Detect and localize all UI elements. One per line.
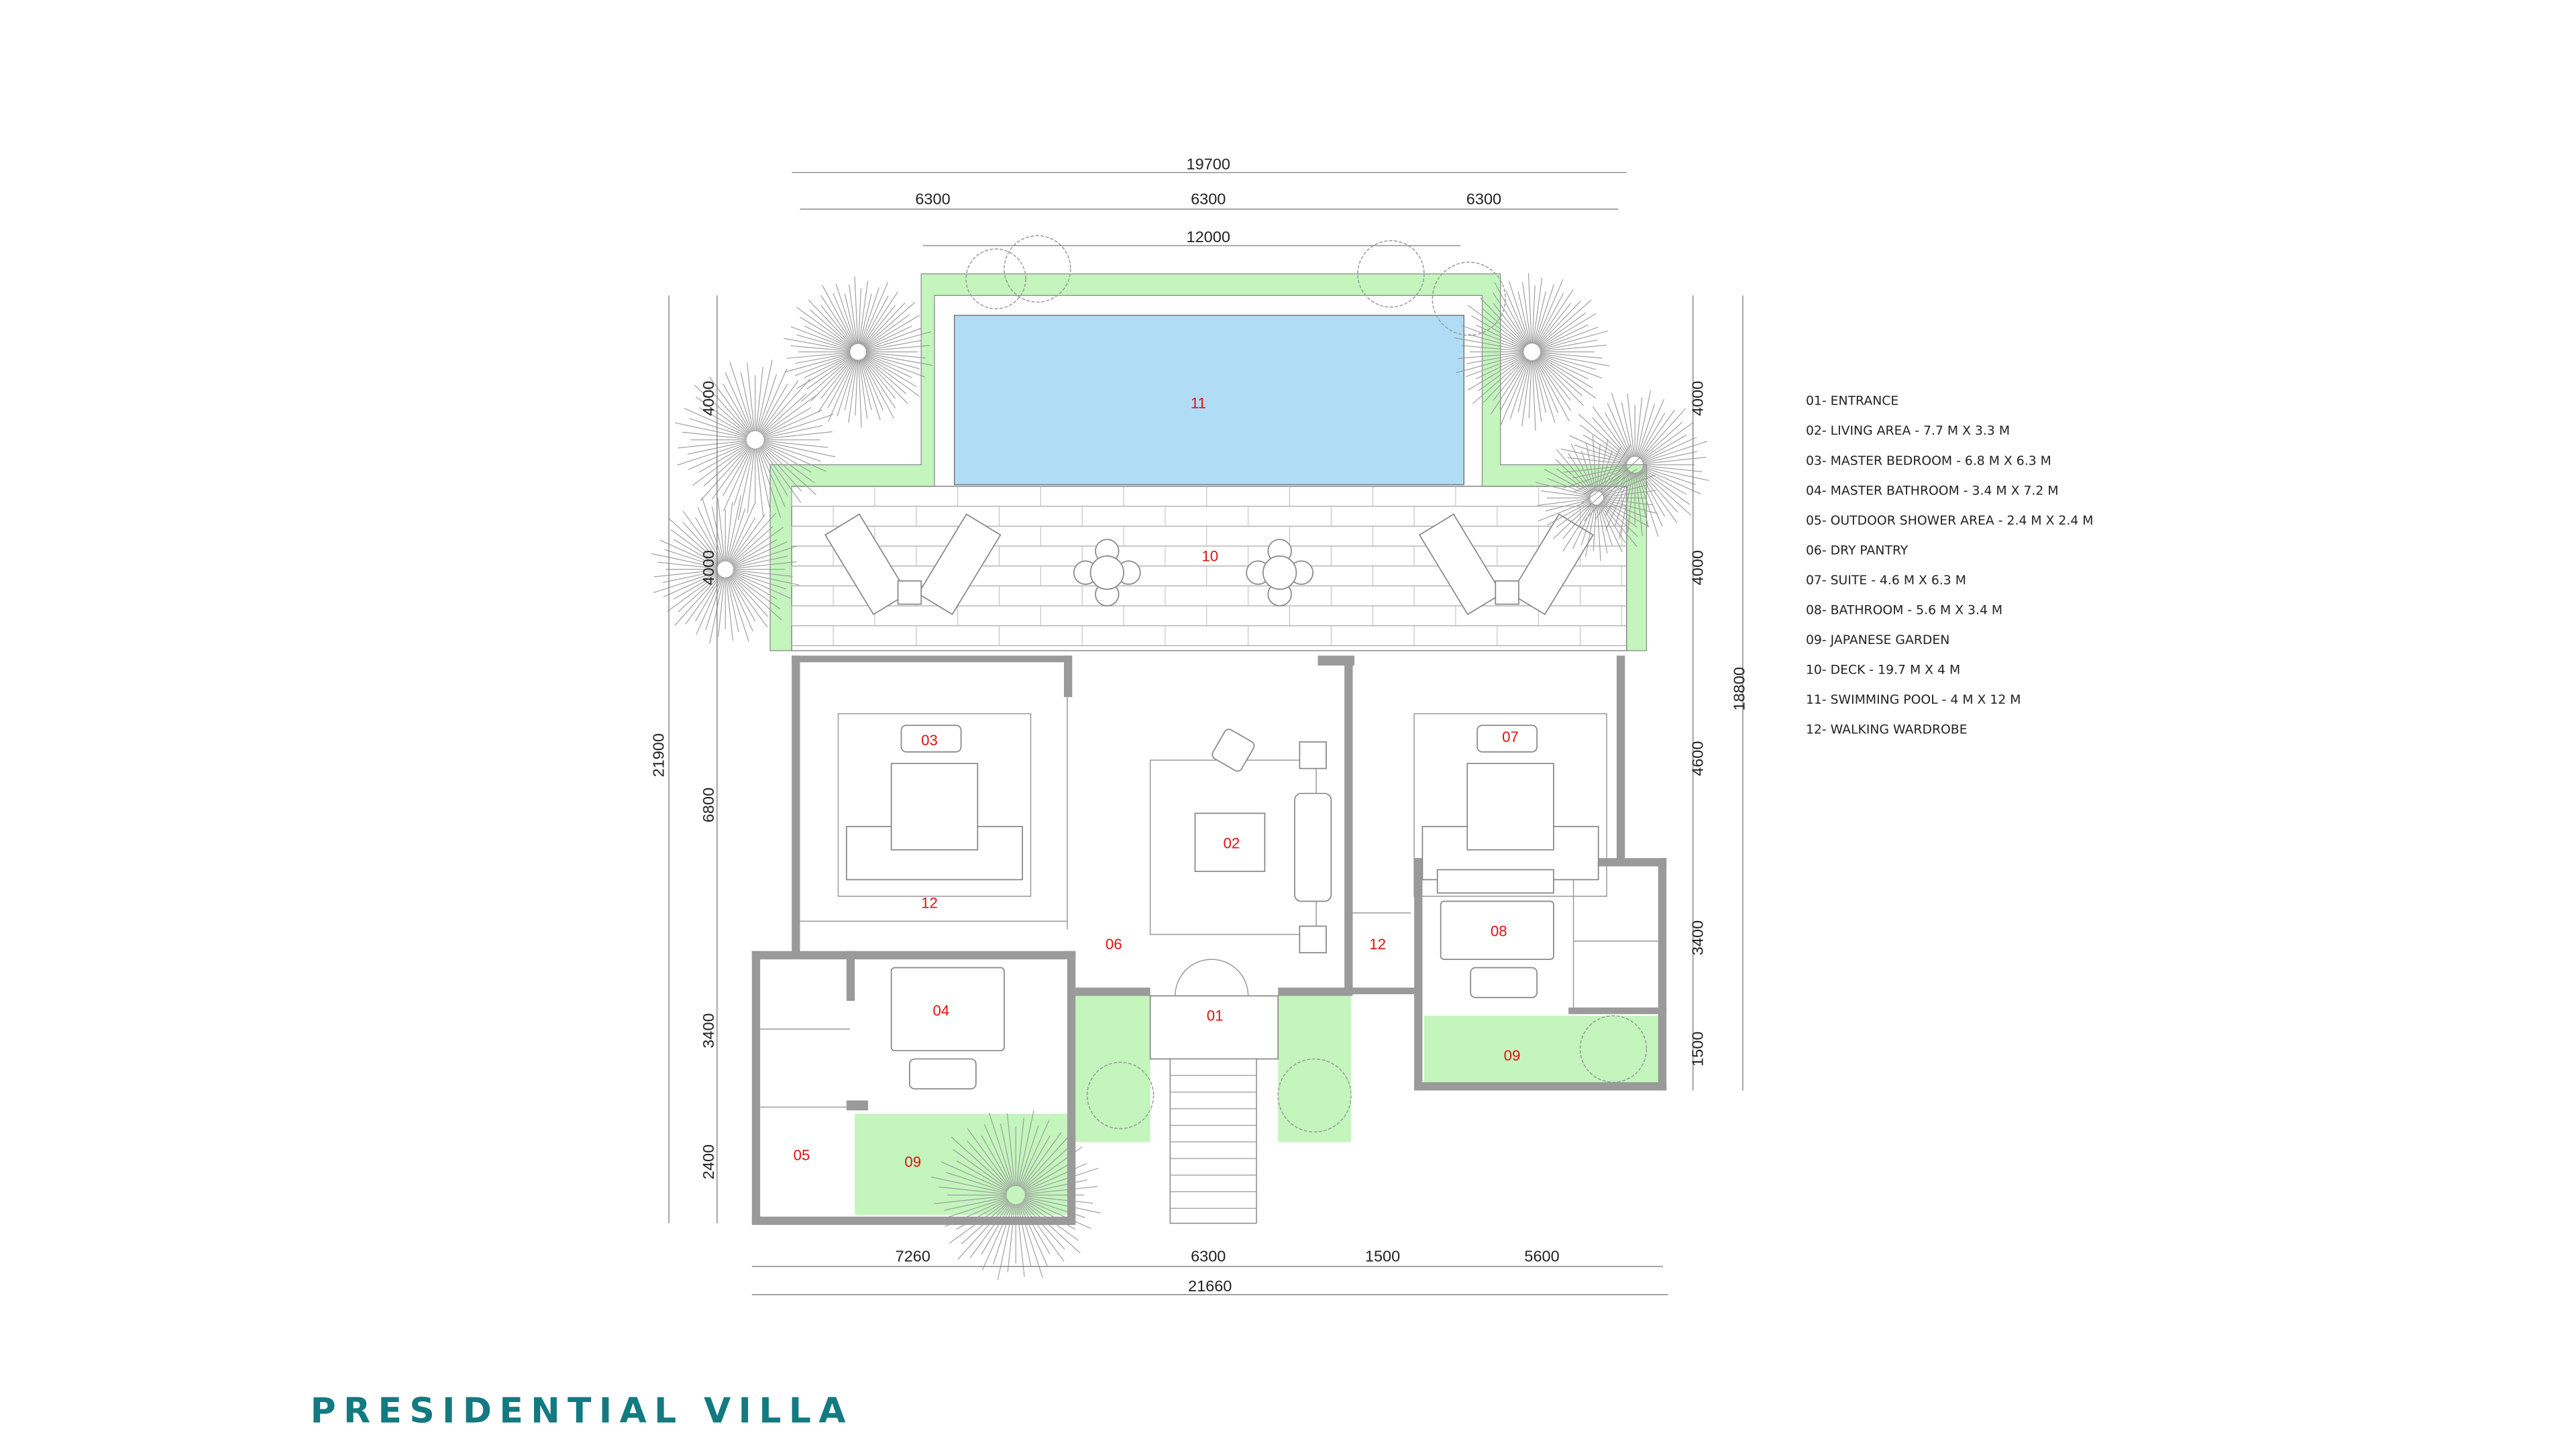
shrub-icon: [1432, 262, 1506, 336]
bed-suite: [1421, 724, 1599, 881]
room-label-outdoor-shower: 05: [794, 1146, 810, 1163]
dim-right-e: 1500: [1689, 1032, 1707, 1067]
room-label-garden-left: 09: [904, 1153, 921, 1170]
palm-tree-icon: [651, 495, 800, 644]
dim-right-d: 3400: [1689, 920, 1707, 955]
room-label-garden-right: 09: [1504, 1047, 1521, 1064]
side-table: [897, 580, 922, 605]
palm-tree-icon: [784, 276, 933, 428]
dim-right-a: 4000: [1689, 381, 1707, 416]
legend-item: 03- MASTER BEDROOM - 6.8 M X 6.3 M: [1806, 454, 2051, 468]
shrub-icon: [965, 248, 1026, 309]
room-label-master-bathroom: 04: [933, 1002, 950, 1019]
room-label-deck: 10: [1201, 547, 1218, 564]
dimension-labels: 19700 6300 6300 6300 12000 7260 6300 150…: [650, 155, 1748, 1295]
round-table: [1263, 555, 1297, 590]
swimming-pool: [953, 315, 1465, 486]
legend-item: 12- WALKING WARDROBE: [1806, 723, 1968, 737]
dim-left-a: 4000: [700, 381, 717, 416]
dim-bottom-c: 1500: [1365, 1247, 1400, 1265]
interior-details: [760, 697, 1660, 1108]
legend-item: 06- DRY PANTRY: [1806, 543, 1909, 557]
japanese-garden-left: [855, 1114, 1067, 1216]
dim-left-b: 4000: [700, 550, 717, 585]
dimension-lines: [668, 172, 1743, 1295]
room-label-bathroom: 08: [1491, 922, 1507, 939]
shrub-icon: [1277, 1058, 1352, 1133]
sun-lounger: [917, 513, 1002, 616]
trees: [651, 235, 1709, 1281]
bathroom-fixtures: [890, 869, 1554, 1089]
sun-lounger: [1418, 513, 1503, 616]
dim-pool-width: 12000: [1187, 228, 1230, 246]
dim-right-b: 4000: [1689, 550, 1707, 585]
room-label-living: 02: [1224, 835, 1240, 851]
room-label-suite: 07: [1502, 729, 1519, 745]
dim-left-d: 3400: [700, 1013, 717, 1048]
garden-entrance-left: [1075, 996, 1150, 1142]
palm-tree-icon: [675, 359, 836, 521]
legend: 01- ENTRANCE 02- LIVING AREA - 7.7 M X 3…: [1806, 394, 2094, 737]
dim-right-c: 4600: [1689, 741, 1707, 776]
japanese-garden-right: [1424, 1016, 1660, 1083]
shrub-icon: [1357, 240, 1425, 308]
legend-item: 05- OUTDOOR SHOWER AREA - 2.4 M X 2.4 M: [1806, 514, 2094, 528]
legend-item: 10- DECK - 19.7 M X 4 M: [1806, 663, 1960, 678]
dim-top-right: 6300: [1466, 190, 1501, 207]
room-label-wardrobe-left: 12: [921, 894, 938, 911]
dim-bottom-a: 7260: [896, 1247, 930, 1265]
dim-right-overall: 18800: [1730, 667, 1748, 710]
dim-left-c: 6800: [700, 788, 717, 822]
palm-tree-icon: [930, 1110, 1101, 1281]
shrub-icon: [1579, 1015, 1648, 1083]
room-label-wardrobe-right: 12: [1369, 936, 1386, 953]
page-title: PRESIDENTIAL VILLA: [311, 1391, 853, 1431]
legend-item: 01- ENTRANCE: [1806, 394, 1898, 409]
shrub-icon: [1004, 235, 1071, 303]
legend-item: 02- LIVING AREA - 7.7 M X 3.3 M: [1806, 424, 2010, 438]
shrub-icon: [1086, 1061, 1155, 1130]
room-label-pantry: 06: [1106, 936, 1122, 953]
palm-tree-icon: [1536, 435, 1658, 561]
dim-top-overall: 19700: [1187, 155, 1230, 172]
legend-item: 04- MASTER BATHROOM - 3.4 M X 7.2 M: [1806, 484, 2059, 498]
dim-bottom-b: 6300: [1191, 1247, 1226, 1265]
dim-bottom-d: 5600: [1524, 1247, 1559, 1265]
deck: [791, 486, 1627, 651]
entrance-door[interactable]: [1175, 959, 1249, 996]
sun-lounger: [1509, 513, 1594, 616]
dim-top-middle: 6300: [1191, 190, 1226, 207]
sun-lounger: [824, 513, 909, 616]
legend-item: 09- JAPANESE GARDEN: [1806, 633, 1949, 647]
entrance-steps[interactable]: [1169, 1058, 1257, 1224]
room-label-pool: 11: [1191, 395, 1206, 412]
living-furniture: [1194, 729, 1332, 954]
round-table: [1089, 555, 1124, 590]
room-label-master-bedroom: 03: [921, 732, 938, 749]
legend-item: 11- SWIMMING POOL - 4 M X 12 M: [1806, 693, 2021, 707]
palm-tree-icon: [1454, 273, 1610, 431]
deck-furniture: [824, 513, 1594, 616]
dim-top-left: 6300: [915, 190, 950, 207]
room-label-entrance: 01: [1207, 1008, 1224, 1024]
legend-item: 08- BATHROOM - 5.6 M X 3.4 M: [1806, 603, 2002, 617]
room-labels: 11 10 03 12 02 06 07 08 12 04 01 05 09 0…: [794, 395, 1521, 1171]
legend-item: 07- SUITE - 4.6 M X 6.3 M: [1806, 574, 1966, 588]
side-table: [1495, 580, 1519, 605]
bed-master: [845, 724, 1023, 881]
dim-left-e: 2400: [700, 1144, 717, 1179]
dim-left-overall: 21900: [650, 733, 667, 777]
palm-tree-icon: [1560, 390, 1709, 539]
dim-bottom-overall: 21660: [1188, 1277, 1232, 1295]
